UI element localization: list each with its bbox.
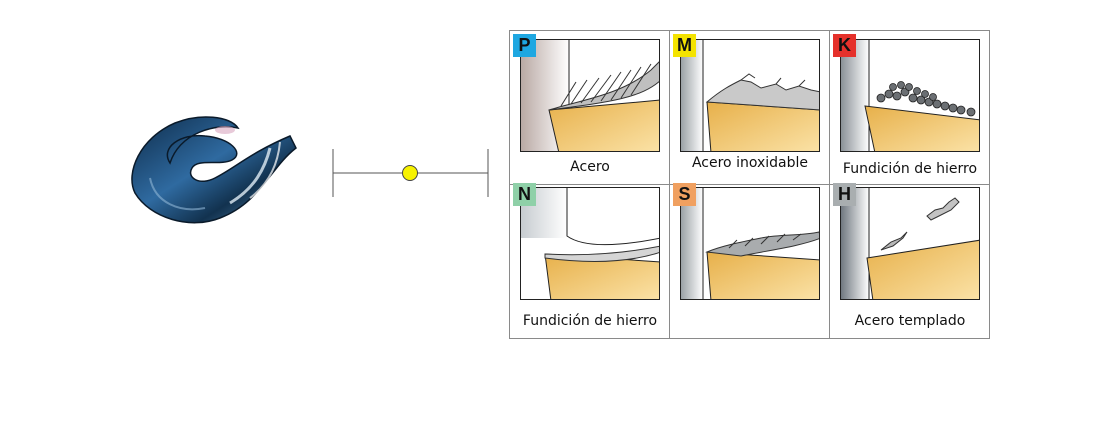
material-cell-h[interactable]: H Acero templado (830, 183, 990, 339)
material-cell-k[interactable]: K Fundición de hierro (830, 31, 990, 185)
slider-knob[interactable] (402, 165, 418, 181)
material-code-badge: M (673, 34, 696, 57)
material-label: Acero inoxidable (691, 155, 809, 171)
material-label: Acero templado (854, 313, 966, 329)
material-cell-m[interactable]: M Acero inoxidable (670, 31, 830, 185)
material-code-badge: K (833, 34, 856, 57)
material-label: Acero (570, 159, 610, 175)
material-label: Fundición de hierro (522, 313, 658, 329)
grid-divider (510, 184, 989, 185)
chip-illustration (680, 39, 820, 152)
material-cell-p[interactable]: P Acero (510, 31, 670, 185)
material-cell-n[interactable]: N Fundición de hierro (510, 183, 670, 339)
chip-illustration (840, 39, 980, 152)
chip-illustration (840, 187, 980, 300)
chip-illustration (520, 39, 660, 152)
chip-illustration (680, 187, 820, 300)
material-code-badge: P (513, 34, 536, 57)
material-label: Fundición de hierro (842, 161, 978, 177)
chip-illustration (520, 187, 660, 300)
material-cell-s[interactable]: S (670, 183, 830, 339)
material-code-badge: H (833, 183, 856, 206)
material-grid: P Acero M Acero inoxidable (509, 30, 990, 339)
material-code-badge: S (673, 183, 696, 206)
metal-chip-image (131, 116, 297, 224)
material-code-badge: N (513, 183, 536, 206)
material-slider[interactable] (328, 146, 494, 200)
